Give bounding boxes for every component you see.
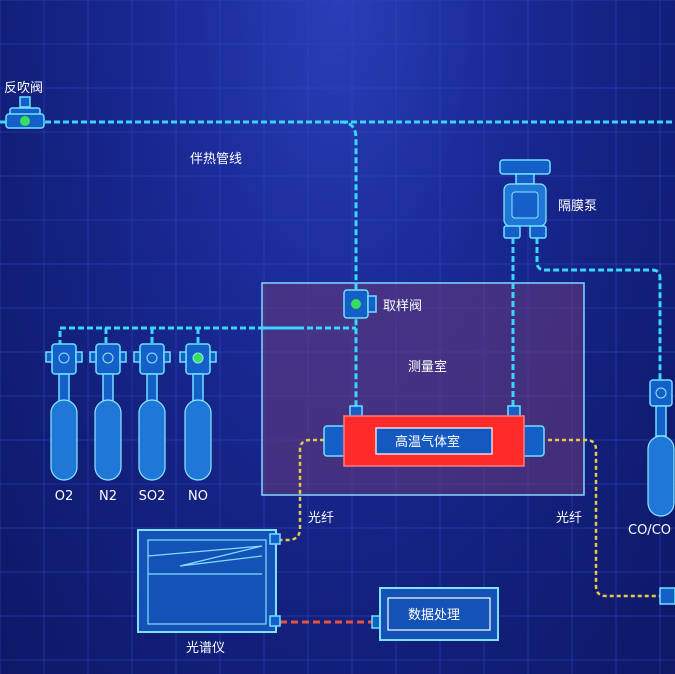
cylinder-label: N2 [99, 489, 117, 504]
spectrometer-label: 光谱仪 [186, 641, 225, 656]
diaphragm-pump-icon[interactable] [499, 159, 551, 239]
cylinder-no[interactable]: NO [179, 343, 217, 504]
gas-cylinders: O2 N2 SO2 NO [45, 343, 217, 504]
cylinder-so2[interactable]: SO2 [133, 343, 171, 504]
backflush-valve-icon[interactable] [5, 96, 45, 129]
fiber-right-label: 光纤 [556, 511, 582, 526]
cylinder-o2[interactable]: O2 [45, 343, 83, 504]
cylinder-label: SO2 [139, 489, 166, 504]
gas-chamber-label: 高温气体室 [395, 434, 460, 450]
spectrometer-icon[interactable] [137, 529, 281, 633]
fiber-left-label: 光纤 [308, 511, 334, 526]
cylinder-n2[interactable]: N2 [89, 343, 127, 504]
cylinder-label: O2 [55, 489, 74, 504]
diaphragm-pump-label: 隔膜泵 [558, 199, 597, 214]
data-processing-label: 数据处理 [408, 608, 460, 623]
measurement-room-label: 测量室 [408, 359, 447, 375]
gas-chamber [323, 405, 545, 467]
sampling-valve-label: 取样阀 [383, 299, 422, 314]
heat-trace-line-label: 伴热管线 [190, 152, 242, 167]
backflush-valve-label: 反吹阀 [4, 81, 43, 96]
sampling-valve-icon[interactable] [343, 289, 377, 319]
right-cylinder-icon[interactable] [647, 379, 675, 517]
right-fiber-connector [659, 587, 675, 605]
data-processing-box[interactable] [371, 587, 499, 641]
right-cylinder-label: CO/CO [628, 523, 671, 538]
fiber-left [272, 438, 324, 542]
cylinder-label: NO [188, 489, 208, 504]
fiber-right [548, 438, 664, 598]
